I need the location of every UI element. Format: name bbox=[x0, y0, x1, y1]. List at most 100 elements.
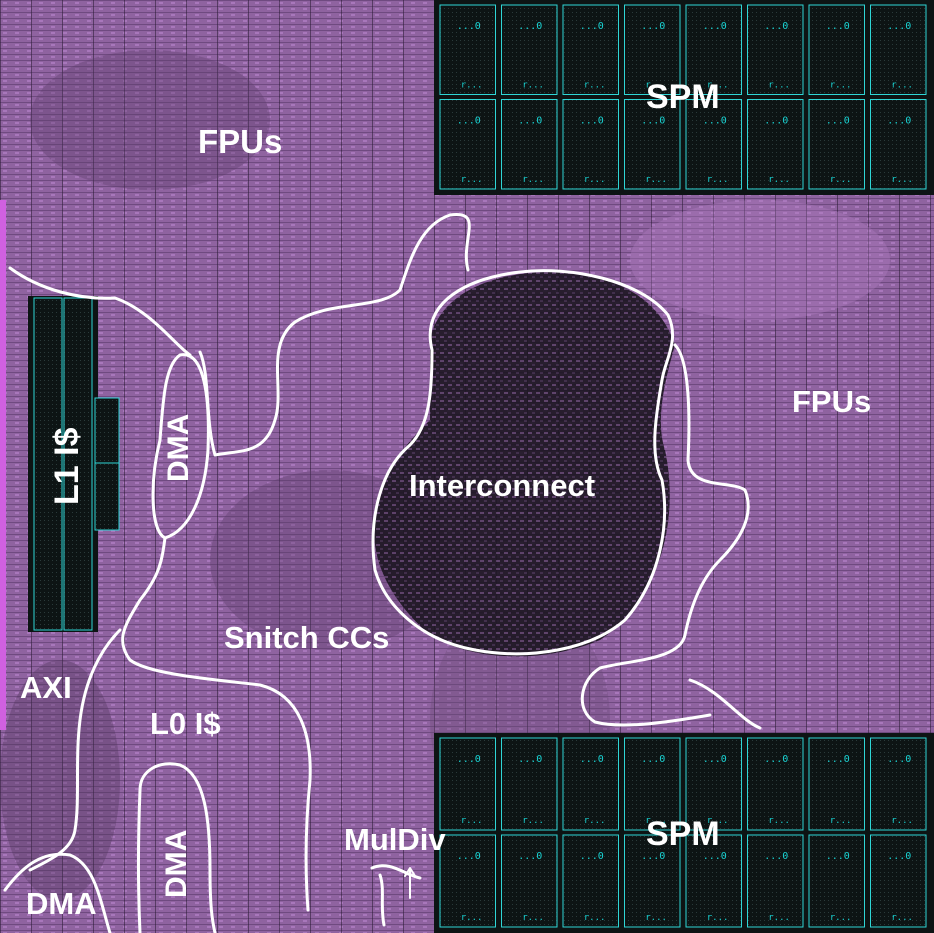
sram-sub-label: r... bbox=[522, 816, 544, 826]
right-boundary-outline bbox=[580, 343, 750, 727]
region-labels: FPUs FPUs SPM SPM L1 I$ DMA Interconnect… bbox=[20, 78, 871, 921]
sram-macro bbox=[562, 4, 619, 95]
sram-sub-label: r... bbox=[707, 81, 729, 91]
interconnect-outline bbox=[371, 269, 674, 656]
label-l0-icache: L0 I$ bbox=[150, 706, 221, 741]
sram-sub-label: r... bbox=[645, 175, 667, 185]
label-fpus-left: FPUs bbox=[198, 123, 282, 160]
sram-sub-label: r... bbox=[461, 816, 483, 826]
sram-pin-label: ...0 bbox=[887, 754, 911, 765]
spm-top-macros: ...0 r... ...0 r... ...0 r... ...0 r... ...0 r...… bbox=[434, 0, 934, 195]
sram-sub-label: r... bbox=[645, 816, 667, 826]
sram-sub-label: r... bbox=[830, 816, 852, 826]
sram-pin-label: ...0 bbox=[518, 754, 542, 765]
label-interconnect: Interconnect bbox=[409, 468, 595, 503]
sram-pin-label: ...0 bbox=[580, 116, 604, 127]
sram-macro bbox=[808, 834, 865, 928]
sram-sub-label: r... bbox=[830, 913, 852, 923]
edge-pin-strip bbox=[0, 200, 6, 730]
sram-sub-label: r... bbox=[891, 81, 913, 91]
sram-pin-label: ...0 bbox=[641, 754, 665, 765]
sram-macro bbox=[562, 834, 619, 928]
sram-macro bbox=[747, 4, 804, 95]
sram-sub-label: r... bbox=[461, 81, 483, 91]
l1-icache-macros bbox=[28, 296, 120, 632]
sram-sub-label: r... bbox=[584, 913, 606, 923]
sram-macro bbox=[501, 99, 558, 190]
sram-sub-label: r... bbox=[891, 816, 913, 826]
sram-macro bbox=[870, 737, 927, 831]
sram-sub-label: r... bbox=[768, 175, 790, 185]
sram-sub-label: r... bbox=[645, 913, 667, 923]
spm-bottom-macros: ...0 r... ...0 r... ...0 r... ...0 r... ...0 r...… bbox=[434, 733, 934, 933]
label-fpus-right: FPUs bbox=[792, 384, 871, 419]
sram-macro bbox=[501, 834, 558, 928]
sram-macro bbox=[501, 737, 558, 831]
sram-pin-label: ...0 bbox=[826, 754, 850, 765]
sram-pin-label: ...0 bbox=[641, 116, 665, 127]
sram-pin-label: ...0 bbox=[826, 21, 850, 32]
sram-sub-label: r... bbox=[522, 81, 544, 91]
sram-sub-label: r... bbox=[584, 816, 606, 826]
l1-boundary-outline bbox=[8, 266, 192, 357]
sram-pin-label: ...0 bbox=[580, 754, 604, 765]
sram-macro bbox=[808, 99, 865, 190]
label-dma-upper: DMA bbox=[162, 414, 195, 482]
sram-sub-label: r... bbox=[461, 175, 483, 185]
sram-pin-label: ...0 bbox=[887, 851, 911, 862]
sram-pin-label: ...0 bbox=[580, 21, 604, 32]
l0-boundary-outline bbox=[121, 536, 312, 912]
sram-sub-label: r... bbox=[768, 81, 790, 91]
sram-macro bbox=[562, 99, 619, 190]
sram-macro bbox=[870, 99, 927, 190]
sram-macro bbox=[685, 834, 742, 928]
sram-sub-label: r... bbox=[584, 81, 606, 91]
sram-pin-label: ...0 bbox=[703, 116, 727, 127]
sram-sub-label: r... bbox=[707, 816, 729, 826]
sram-macro bbox=[747, 834, 804, 928]
sram-macro bbox=[685, 4, 742, 95]
sram-pin-label: ...0 bbox=[518, 851, 542, 862]
interconnect-region bbox=[374, 271, 675, 657]
sram-pin-label: ...0 bbox=[641, 851, 665, 862]
sram-macro bbox=[624, 737, 681, 831]
sram-pin-label: ...0 bbox=[457, 116, 481, 127]
upper-boundary-outline bbox=[198, 212, 471, 457]
right-lower-outline bbox=[688, 678, 762, 730]
dma-bottom-left-outline bbox=[3, 852, 112, 933]
sram-pin-label: ...0 bbox=[887, 21, 911, 32]
sram-macro bbox=[501, 4, 558, 95]
sram-sub-label: r... bbox=[707, 175, 729, 185]
sram-sub-label: r... bbox=[461, 913, 483, 923]
sram-pin-label: ...0 bbox=[703, 21, 727, 32]
sram-macro bbox=[624, 99, 681, 190]
muldiv-outline bbox=[370, 864, 422, 927]
sram-macro bbox=[808, 4, 865, 95]
axi-boundary-outline bbox=[28, 628, 122, 872]
sram-sub-label: r... bbox=[522, 913, 544, 923]
sram-macro bbox=[685, 737, 742, 831]
sram-pin-label: ...0 bbox=[764, 116, 788, 127]
sram-pin-label: ...0 bbox=[457, 754, 481, 765]
sram-macro bbox=[870, 834, 927, 928]
sram-sub-label: r... bbox=[891, 175, 913, 185]
label-dma-lower: DMA bbox=[160, 830, 193, 898]
sram-macro bbox=[685, 99, 742, 190]
sram-pin-label: ...0 bbox=[764, 851, 788, 862]
sram-pin-label: ...0 bbox=[641, 21, 665, 32]
sram-macro bbox=[439, 834, 496, 928]
region-outlines bbox=[3, 212, 762, 933]
sram-sub-label: r... bbox=[768, 816, 790, 826]
sram-macro bbox=[808, 737, 865, 831]
sram-pin-label: ...0 bbox=[887, 116, 911, 127]
sram-macro bbox=[439, 4, 496, 95]
label-snitch-ccs: Snitch CCs bbox=[224, 620, 389, 655]
label-spm-top: SPM bbox=[646, 78, 720, 116]
sram-macro bbox=[624, 4, 681, 95]
label-muldiv: MulDiv bbox=[344, 822, 446, 857]
sram-macro bbox=[439, 737, 496, 831]
sram-pin-label: ...0 bbox=[703, 851, 727, 862]
sram-pin-label: ...0 bbox=[703, 754, 727, 765]
sram-pin-label: ...0 bbox=[518, 116, 542, 127]
